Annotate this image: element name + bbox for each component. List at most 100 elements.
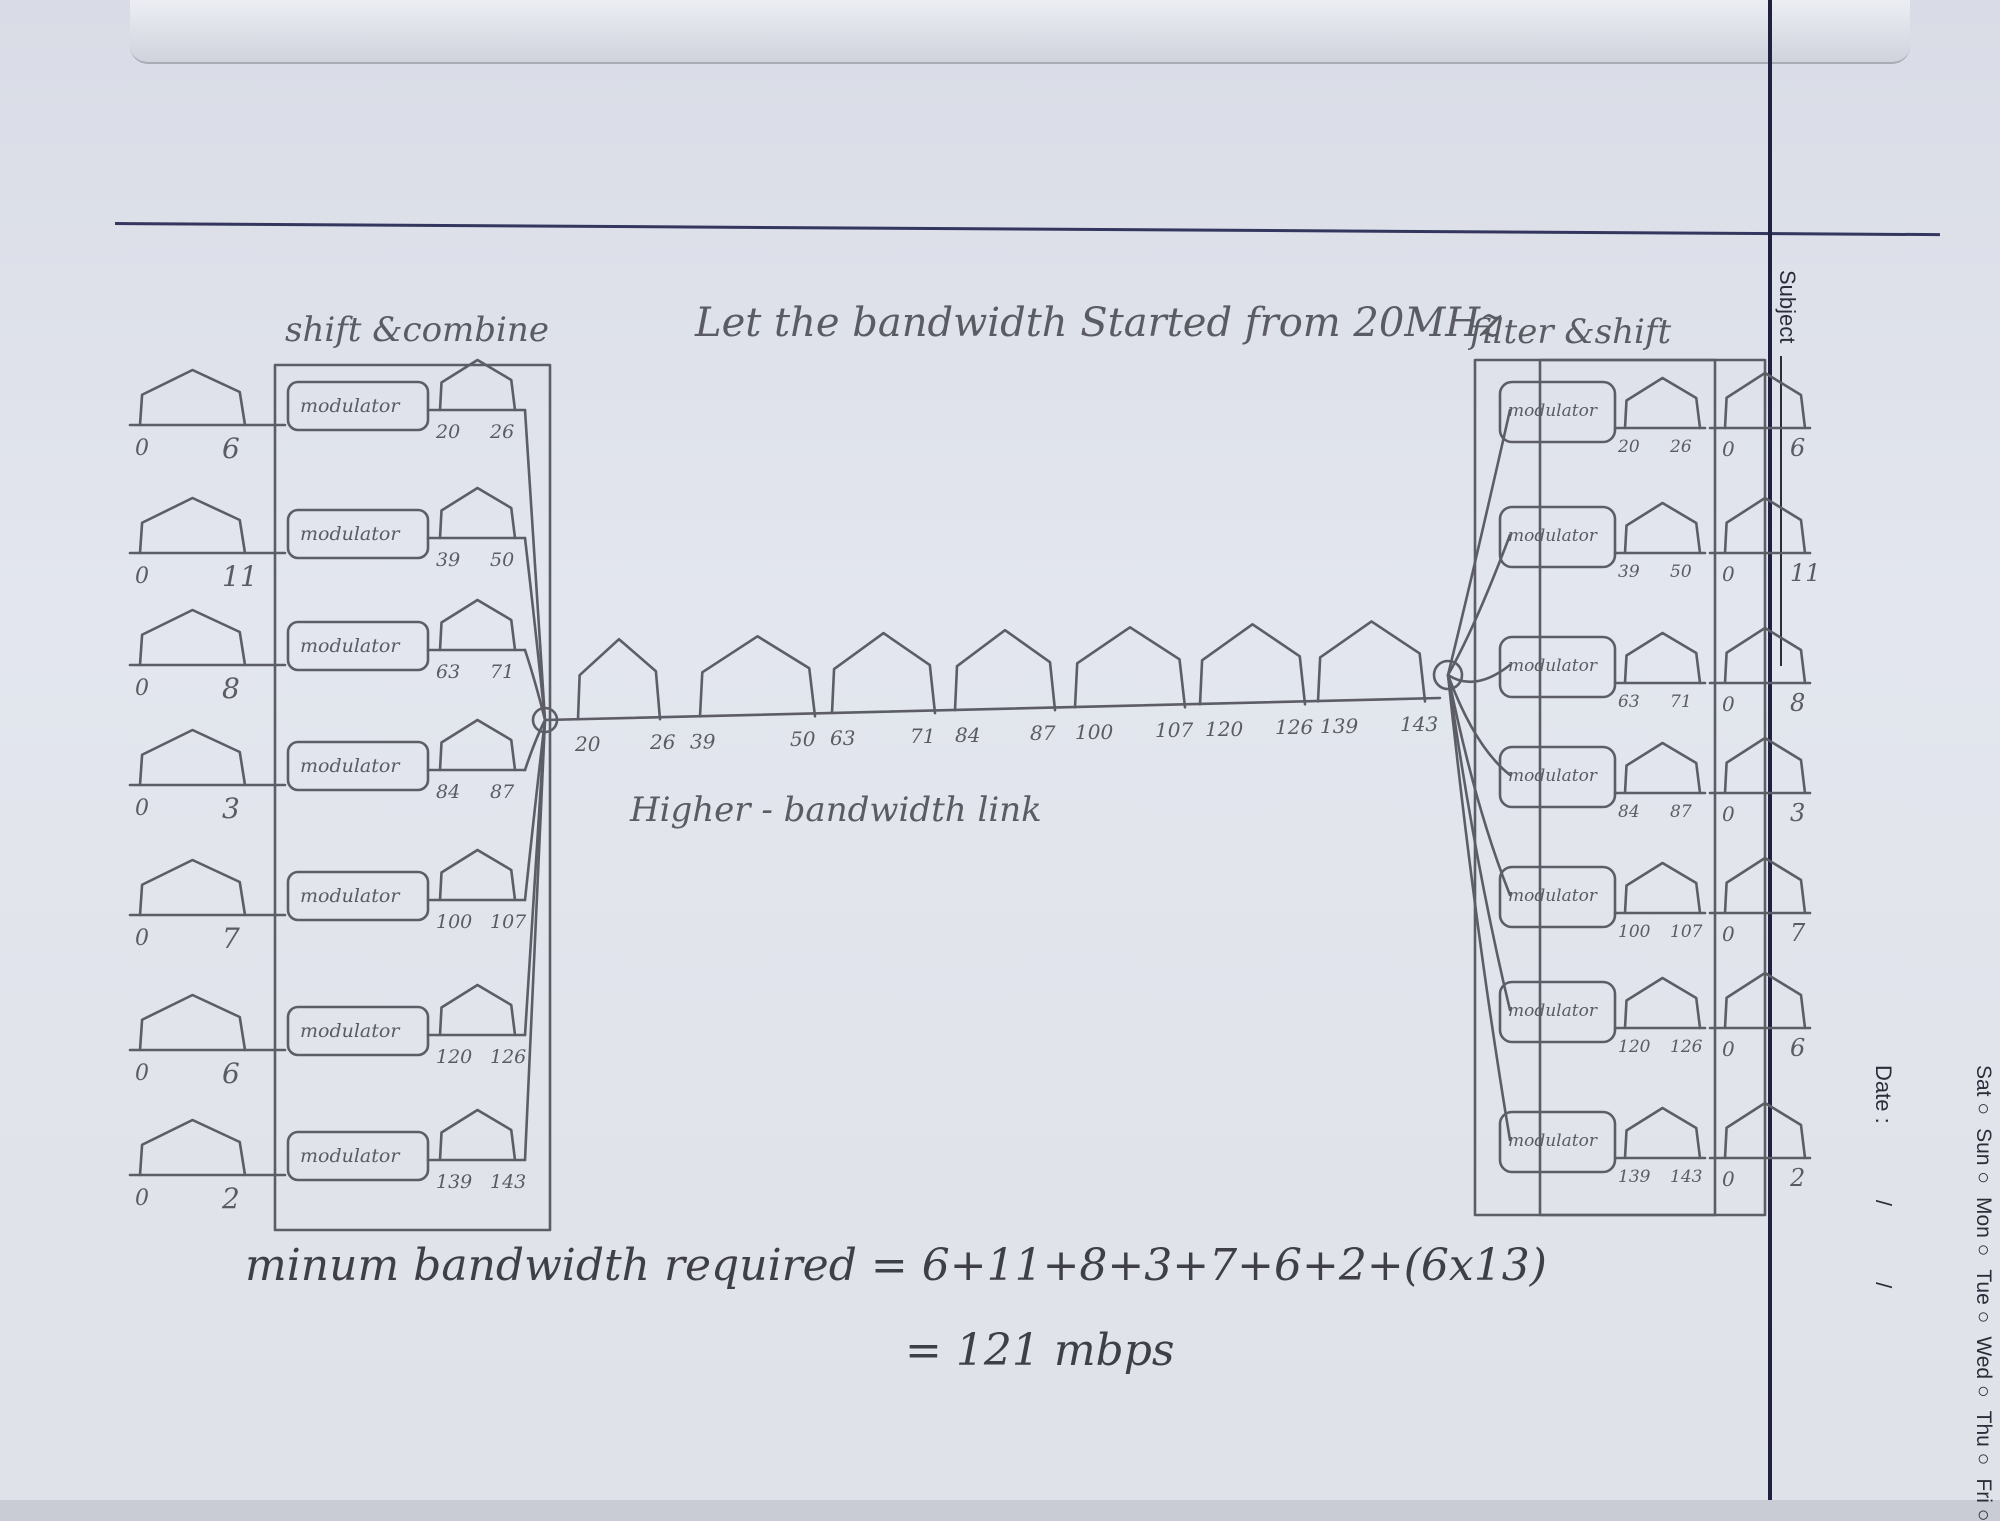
right-modulator-4 bbox=[1498, 865, 1617, 929]
left-modulator-4 bbox=[286, 870, 430, 922]
link-spectrum-5 bbox=[1198, 622, 1307, 706]
link-tick-10: 120 bbox=[1205, 717, 1243, 741]
link-tick-1: 26 bbox=[649, 730, 676, 754]
left-shifted-end-0: 26 bbox=[489, 421, 514, 443]
right-band-end-4: 107 bbox=[1670, 922, 1703, 942]
left-shifted-end-3: 87 bbox=[490, 781, 515, 803]
link-tick-4: 63 bbox=[830, 726, 855, 750]
link-tick-13: 143 bbox=[1400, 712, 1438, 736]
link-spectrum-0 bbox=[576, 637, 662, 721]
right-band-start-6: 139 bbox=[1618, 1167, 1651, 1187]
left-baseband-spectrum-1 bbox=[138, 496, 247, 555]
left-wire-2 bbox=[523, 648, 547, 722]
right-modulator-6 bbox=[1498, 1110, 1617, 1174]
right-modulator-2 bbox=[1498, 635, 1617, 699]
diagram-title: Let the bandwidth Started from 20MHz bbox=[695, 300, 1502, 346]
right-band-start-3: 84 bbox=[1618, 802, 1640, 822]
left-modulator-label-1: modulator bbox=[300, 523, 401, 545]
left-baseband-zero-0: 0 bbox=[135, 436, 149, 461]
left-baseband-spectrum-4 bbox=[138, 858, 247, 917]
right-band-end-1: 50 bbox=[1670, 562, 1692, 582]
left-modulator-label-6: modulator bbox=[300, 1145, 401, 1167]
right-wire-5 bbox=[1446, 673, 1512, 1012]
left-modulator-label-2: modulator bbox=[300, 635, 401, 657]
right-baseband-spectrum-1 bbox=[1723, 496, 1807, 555]
right-baseband-zero-0: 0 bbox=[1722, 437, 1735, 461]
left-baseband-width-5: 6 bbox=[222, 1057, 240, 1090]
right-baseband-width-3: 3 bbox=[1790, 799, 1805, 827]
left-shifted-start-0: 20 bbox=[435, 421, 460, 443]
right-baseband-spectrum-0 bbox=[1723, 371, 1807, 430]
right-baseband-spectrum-6 bbox=[1723, 1101, 1807, 1160]
right-modulator-label-0: modulator bbox=[1508, 401, 1598, 421]
left-combiner-box bbox=[273, 363, 552, 1232]
right-shift-box bbox=[1538, 358, 1767, 1217]
right-baseband-zero-3: 0 bbox=[1722, 802, 1735, 826]
left-shifted-end-1: 50 bbox=[490, 549, 514, 571]
left-shifted-spectrum-0 bbox=[438, 358, 517, 412]
right-modulator-label-3: modulator bbox=[1508, 766, 1598, 786]
link-tick-3: 50 bbox=[790, 727, 816, 751]
left-modulator-6 bbox=[286, 1130, 430, 1182]
right-baseband-width-5: 6 bbox=[1790, 1034, 1805, 1062]
left-baseband-zero-4: 0 bbox=[135, 926, 149, 951]
right-band-start-2: 63 bbox=[1618, 692, 1640, 712]
right-baseband-width-1: 11 bbox=[1790, 559, 1821, 587]
link-tick-8: 100 bbox=[1075, 720, 1113, 744]
left-shifted-end-2: 71 bbox=[490, 661, 514, 683]
right-band-start-1: 39 bbox=[1618, 562, 1640, 582]
left-baseband-width-3: 3 bbox=[222, 792, 240, 825]
margin-rule bbox=[1768, 0, 1772, 1500]
left-baseband-zero-5: 0 bbox=[135, 1061, 149, 1086]
left-shifted-spectrum-2 bbox=[438, 598, 517, 652]
right-band-end-3: 87 bbox=[1670, 802, 1692, 822]
right-baseband-zero-2: 0 bbox=[1722, 692, 1735, 716]
link-axis bbox=[543, 696, 1442, 722]
left-baseband-zero-1: 0 bbox=[135, 564, 149, 589]
link-tick-9: 107 bbox=[1155, 718, 1193, 742]
left-shifted-start-2: 63 bbox=[436, 661, 460, 683]
left-baseband-spectrum-2 bbox=[138, 608, 247, 667]
left-baseband-width-1: 11 bbox=[222, 560, 258, 593]
link-tick-0: 20 bbox=[574, 732, 601, 756]
left-wire-6 bbox=[523, 718, 547, 1162]
left-shifted-spectrum-5 bbox=[438, 983, 517, 1037]
link-spectrum-4 bbox=[1073, 625, 1187, 709]
right-band-end-2: 71 bbox=[1670, 692, 1692, 712]
right-baseband-zero-1: 0 bbox=[1722, 562, 1735, 586]
right-baseband-width-4: 7 bbox=[1790, 919, 1806, 947]
right-band-spectrum-3 bbox=[1623, 741, 1702, 795]
left-modulator-label-0: modulator bbox=[300, 395, 401, 417]
right-baseband-zero-6: 0 bbox=[1722, 1167, 1735, 1191]
right-baseband-width-2: 8 bbox=[1790, 689, 1805, 717]
right-band-end-5: 126 bbox=[1670, 1037, 1703, 1057]
left-wire-0 bbox=[523, 408, 547, 722]
formula-line-2: = 121 mbps bbox=[905, 1325, 1175, 1376]
link-tick-5: 71 bbox=[910, 724, 935, 748]
right-baseband-spectrum-3 bbox=[1723, 736, 1807, 795]
link-tick-6: 84 bbox=[955, 723, 980, 747]
left-baseband-zero-3: 0 bbox=[135, 796, 149, 821]
right-modulator-label-5: modulator bbox=[1508, 1001, 1598, 1021]
right-baseband-width-6: 2 bbox=[1789, 1164, 1805, 1192]
right-baseband-spectrum-2 bbox=[1723, 626, 1807, 685]
left-baseband-spectrum-0 bbox=[138, 368, 247, 427]
left-shifted-spectrum-6 bbox=[438, 1108, 517, 1162]
link-tick-7: 87 bbox=[1030, 721, 1056, 745]
link-spectrum-1 bbox=[698, 634, 817, 718]
left-shifted-start-5: 120 bbox=[436, 1046, 472, 1068]
right-band-spectrum-2 bbox=[1623, 631, 1702, 685]
formula-line-1: minum bandwidth required = 6+11+8+3+7+6+… bbox=[245, 1240, 1547, 1291]
left-baseband-width-2: 8 bbox=[222, 672, 240, 705]
left-modulator-label-3: modulator bbox=[300, 755, 401, 777]
link-spectrum-2 bbox=[830, 631, 937, 715]
right-modulator-label-2: modulator bbox=[1508, 656, 1598, 676]
left-shifted-start-3: 84 bbox=[436, 781, 460, 803]
link-tick-11: 126 bbox=[1275, 715, 1313, 739]
left-modulator-label-5: modulator bbox=[300, 1020, 401, 1042]
left-heading: shift &combine bbox=[285, 310, 549, 350]
right-baseband-spectrum-4 bbox=[1723, 856, 1807, 915]
left-modulator-2 bbox=[286, 620, 430, 672]
left-baseband-zero-6: 0 bbox=[135, 1186, 149, 1211]
right-baseband-zero-5: 0 bbox=[1722, 1037, 1735, 1061]
